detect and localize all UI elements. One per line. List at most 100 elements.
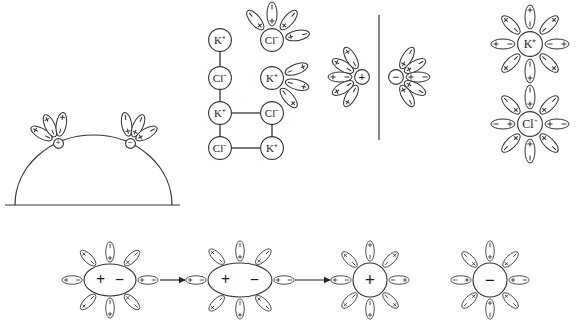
ion-shape <box>209 29 232 52</box>
ion-shape <box>84 264 136 296</box>
water-dipole <box>509 276 529 285</box>
water-dipole <box>500 249 520 269</box>
ion-circle: Cl⁻ <box>260 101 284 125</box>
water-dipole <box>499 13 523 37</box>
water-dipole <box>499 93 523 117</box>
ion-label-group: K⁺ <box>266 73 278 84</box>
ion-outline <box>60 240 160 320</box>
water-dipole <box>274 276 294 285</box>
ion-label-group: K⁺ <box>524 38 537 50</box>
ion-label: K⁺ <box>266 73 278 84</box>
ion-shape <box>53 138 63 148</box>
ion-label: + <box>221 272 230 288</box>
water-dipole <box>366 299 375 319</box>
water-dipole <box>380 249 400 269</box>
water-dipole <box>339 290 359 310</box>
ion-label-group: K⁺ <box>214 108 226 119</box>
water-dipole <box>106 298 115 318</box>
ion-label: + <box>359 71 366 83</box>
water-dipole <box>525 85 535 109</box>
ion-circle: Cl⁻ <box>208 66 232 90</box>
ion-shape <box>125 138 135 148</box>
water-dipole <box>331 276 351 285</box>
water-dipole <box>122 248 142 268</box>
water-dipole <box>236 241 245 261</box>
ion-label-group: Cl⁻ <box>213 73 227 84</box>
water-dipole <box>389 276 409 285</box>
boundary-line <box>378 15 379 140</box>
ion-label: Cl⁻ <box>213 143 227 154</box>
water-dipole <box>537 13 561 37</box>
hydrated-particle: + <box>330 240 410 320</box>
ion-label: + <box>96 272 105 288</box>
ion-shape <box>389 70 404 85</box>
ion-label-group: Cl⁻ <box>522 118 537 130</box>
ion-shape <box>209 102 232 125</box>
water-dipole <box>486 241 495 261</box>
ion-circle: Cl⁻ <box>517 111 543 137</box>
hydrated-particle: +− <box>60 240 160 320</box>
ion-circle: K⁺ <box>260 136 284 160</box>
water-dipole <box>525 59 535 83</box>
water-dipole <box>451 276 471 285</box>
hydrated-particle: − <box>450 240 530 320</box>
ion-shape <box>261 102 284 125</box>
ion-shape <box>518 32 543 57</box>
ion-circle: K⁺ <box>260 66 284 90</box>
ion-label-group: K⁺ <box>214 35 226 46</box>
ion-circle: K⁺ <box>208 101 232 125</box>
ion-label-group: + <box>365 271 375 289</box>
ion-label: Cl⁻ <box>265 35 279 46</box>
ion-shape <box>355 70 370 85</box>
lattice-bond <box>219 125 220 136</box>
water-dipole <box>285 28 310 42</box>
ion-circle: + <box>53 138 64 149</box>
ion-label: Cl⁻ <box>213 73 227 84</box>
crystal-surface <box>15 135 172 205</box>
ion-label: K⁺ <box>214 35 226 46</box>
ion-label-group: +− <box>221 272 259 288</box>
ion-shape <box>261 67 284 90</box>
ion-circle: Cl⁻ <box>260 28 284 52</box>
ion-label: − <box>128 139 133 147</box>
ion-shape <box>518 112 543 137</box>
ion-shape <box>261 29 284 52</box>
water-dipole <box>366 241 375 261</box>
ion-shape <box>208 263 272 297</box>
ion-label: + <box>365 271 375 289</box>
ion-label: + <box>56 139 61 147</box>
ion-label-group: Cl⁻ <box>213 143 227 154</box>
water-dipole <box>277 8 300 33</box>
ion-circle: − <box>125 138 136 149</box>
water-dipole <box>500 290 520 310</box>
water-dipole <box>253 246 273 266</box>
ion-label-group: − <box>485 271 495 289</box>
ion-shape <box>209 137 232 160</box>
water-dipole <box>244 8 267 33</box>
water-dipole <box>341 45 362 71</box>
water-dipole <box>253 293 273 313</box>
water-dipole <box>380 290 400 310</box>
water-dipole <box>491 119 515 129</box>
water-dipole <box>54 112 68 137</box>
water-dipole <box>525 5 535 29</box>
water-dipole <box>283 60 309 78</box>
water-dipole <box>545 119 569 129</box>
water-dipole <box>78 292 98 312</box>
water-dipole <box>122 292 142 312</box>
water-dipole <box>267 2 277 26</box>
ion-label-group: + <box>359 71 366 83</box>
water-dipole <box>491 39 515 49</box>
ion-label: − <box>485 271 495 289</box>
water-dipole <box>138 276 158 285</box>
process-arrow <box>160 279 185 280</box>
base-line <box>5 204 180 205</box>
lattice-bond <box>219 52 220 66</box>
water-dipole <box>486 299 495 319</box>
water-dipole <box>459 249 479 269</box>
ion-label-group: Cl⁻ <box>265 108 279 119</box>
ion-label-group: K⁺ <box>266 143 278 154</box>
water-dipole <box>545 39 569 49</box>
ion-circle: − <box>388 69 404 85</box>
ion-label: K⁺ <box>266 143 278 154</box>
